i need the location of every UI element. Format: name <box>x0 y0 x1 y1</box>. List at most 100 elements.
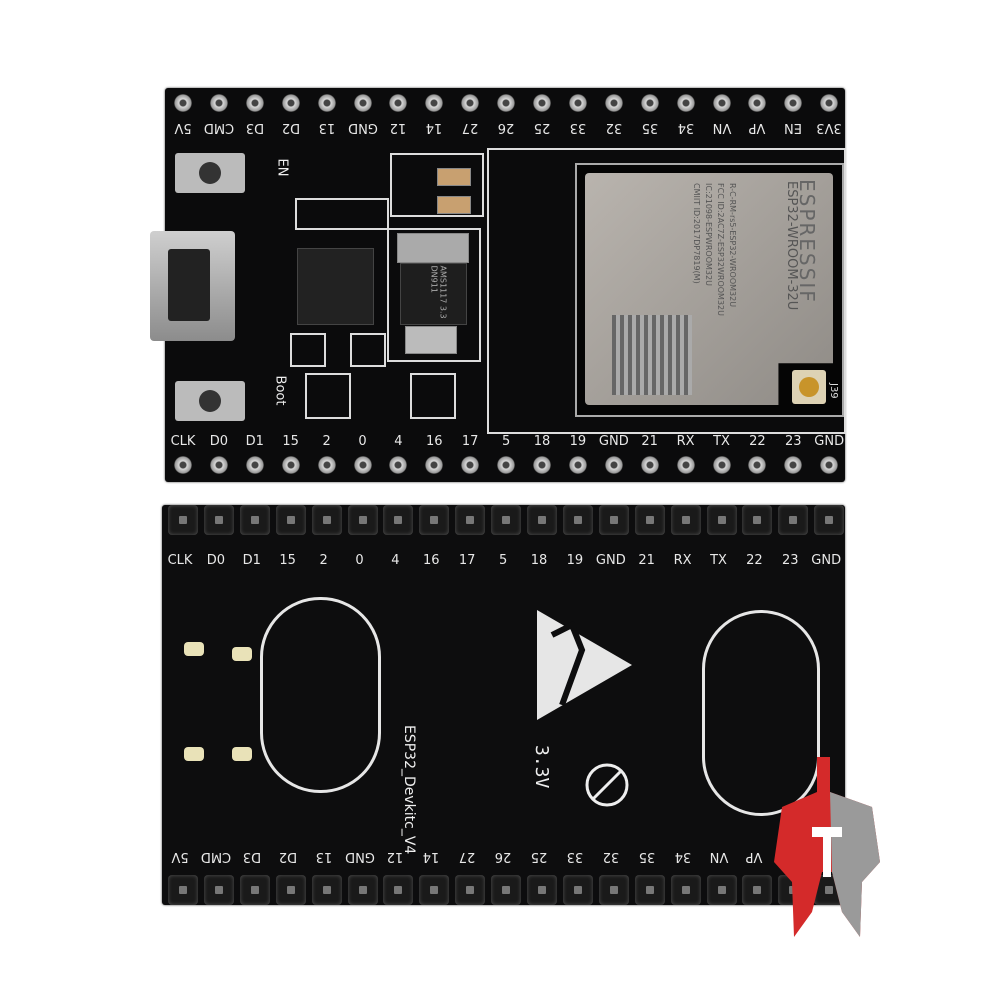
pin-label: 17 <box>461 434 479 449</box>
pin-label: 13 <box>315 849 332 864</box>
pin-label: RX <box>676 434 695 449</box>
header-pin <box>491 875 522 905</box>
pin-label: 33 <box>566 849 584 864</box>
header-pin-hole <box>497 456 516 474</box>
header-pin-hole <box>389 94 408 112</box>
pin-label: 12 <box>390 120 407 135</box>
pin-label: 19 <box>566 553 584 568</box>
header-pin <box>634 875 665 905</box>
capacitor <box>437 168 471 186</box>
boot-button[interactable] <box>175 381 245 421</box>
header-pin-hole <box>784 94 803 112</box>
pin-label: 19 <box>569 434 587 449</box>
pin-label: GND <box>595 553 626 568</box>
esp32-wroom-32u-module: ESPRESSIF ESP32-WROOM-32U R-C-RM-rs5-ESP… <box>575 163 844 417</box>
header-pin <box>491 505 522 535</box>
header-pin <box>742 505 773 535</box>
header-pin <box>670 505 701 535</box>
ams1117-regulator: AMS1117 3.3 DN911 <box>400 263 467 325</box>
boot-label: Boot <box>272 375 288 406</box>
voltage-mark: 3.3V <box>531 745 552 789</box>
pin-label: D1 <box>245 434 264 449</box>
pin-label: 5V <box>174 120 192 135</box>
esp32-board-front: EN Boot AMS1117 3.3 DN911 ESPRESSIF ESP3… <box>150 88 846 482</box>
resistor-array <box>295 198 389 230</box>
pin-label: GND <box>811 553 842 568</box>
header-pin <box>419 505 450 535</box>
header-pin <box>311 875 342 905</box>
pin-label: 34 <box>677 120 694 135</box>
pin-label: 4 <box>394 434 403 449</box>
pin-label: TX <box>713 434 730 449</box>
cert-line: R-C-RM-rs5-ESP32-WROOM32U <box>728 183 737 308</box>
header-pin-hole <box>425 94 444 112</box>
pin-label: D0 <box>206 553 226 568</box>
pin-label: 17 <box>458 553 476 568</box>
header-pin <box>275 875 306 905</box>
pin-label: GND <box>344 849 375 864</box>
header-pin-hole <box>748 456 767 474</box>
regulator-text: AMS1117 3.3 DN911 <box>429 265 448 319</box>
header-pin-hole <box>820 456 839 474</box>
pin-label: CLK <box>167 553 193 568</box>
pin-label: 0 <box>355 553 364 568</box>
pin-label: 26 <box>497 120 515 135</box>
regulator-pins <box>397 233 469 263</box>
pin-label: GND <box>347 120 378 135</box>
pin-label: RX <box>673 553 692 568</box>
transistor <box>305 373 351 419</box>
usb-pad <box>184 747 204 761</box>
header-pin-hole <box>461 456 480 474</box>
pin-label: 15 <box>282 434 299 449</box>
pin-label: VP <box>746 849 763 864</box>
header-pin-hole <box>461 94 480 112</box>
usb-pad <box>184 642 204 656</box>
pin-label: 21 <box>638 553 655 568</box>
pin-label: 26 <box>494 849 512 864</box>
pin-label: 5 <box>501 434 511 449</box>
pin-label: 18 <box>530 553 548 568</box>
header-pin-hole <box>497 94 516 112</box>
transistor <box>350 333 386 367</box>
en-button[interactable] <box>175 153 245 193</box>
pin-label: D0 <box>209 434 229 449</box>
ufl-antenna-connector <box>792 370 826 404</box>
header-pin <box>275 505 306 535</box>
pin-label: 18 <box>533 434 551 449</box>
pin-label: 5 <box>498 553 508 568</box>
header-pin <box>239 875 270 905</box>
transistor <box>410 373 456 419</box>
pin-label: 32 <box>605 120 623 135</box>
usb-pad <box>232 747 252 761</box>
pin-label: VP <box>749 120 766 135</box>
pin-label: 3V3 <box>816 120 842 135</box>
pin-label: 4 <box>391 553 400 568</box>
pin-label: 32 <box>602 849 620 864</box>
spartan-helmet-logo <box>774 757 880 937</box>
pin-label: 14 <box>426 120 443 135</box>
pin-label: D2 <box>278 849 297 864</box>
pin-label: GND <box>598 434 629 449</box>
pin-label: D2 <box>281 120 300 135</box>
header-pin <box>562 875 593 905</box>
header-pin <box>455 505 486 535</box>
pin-label: GND <box>814 434 845 449</box>
cert-line: IC:21098-ESPWROOM32U <box>704 183 713 286</box>
pin-label: 35 <box>638 849 655 864</box>
header-pin <box>562 505 593 535</box>
header-pin-hole <box>317 456 336 474</box>
module-model: ESP32-WROOM-32U <box>784 181 799 311</box>
header-pin-hole <box>604 456 623 474</box>
header-pin-hole <box>676 94 695 112</box>
pin-label: 5V <box>171 849 189 864</box>
header-pin <box>239 505 270 535</box>
regulator-tab <box>405 326 457 354</box>
header-pin-hole <box>209 456 228 474</box>
pin-label: 2 <box>322 434 331 449</box>
header-pin <box>347 505 378 535</box>
header-pin-hole <box>245 94 264 112</box>
header-pin-hole <box>209 94 228 112</box>
esd-warning-icon <box>537 610 632 720</box>
header-pin-hole <box>281 94 300 112</box>
header-pin-hole <box>748 94 767 112</box>
